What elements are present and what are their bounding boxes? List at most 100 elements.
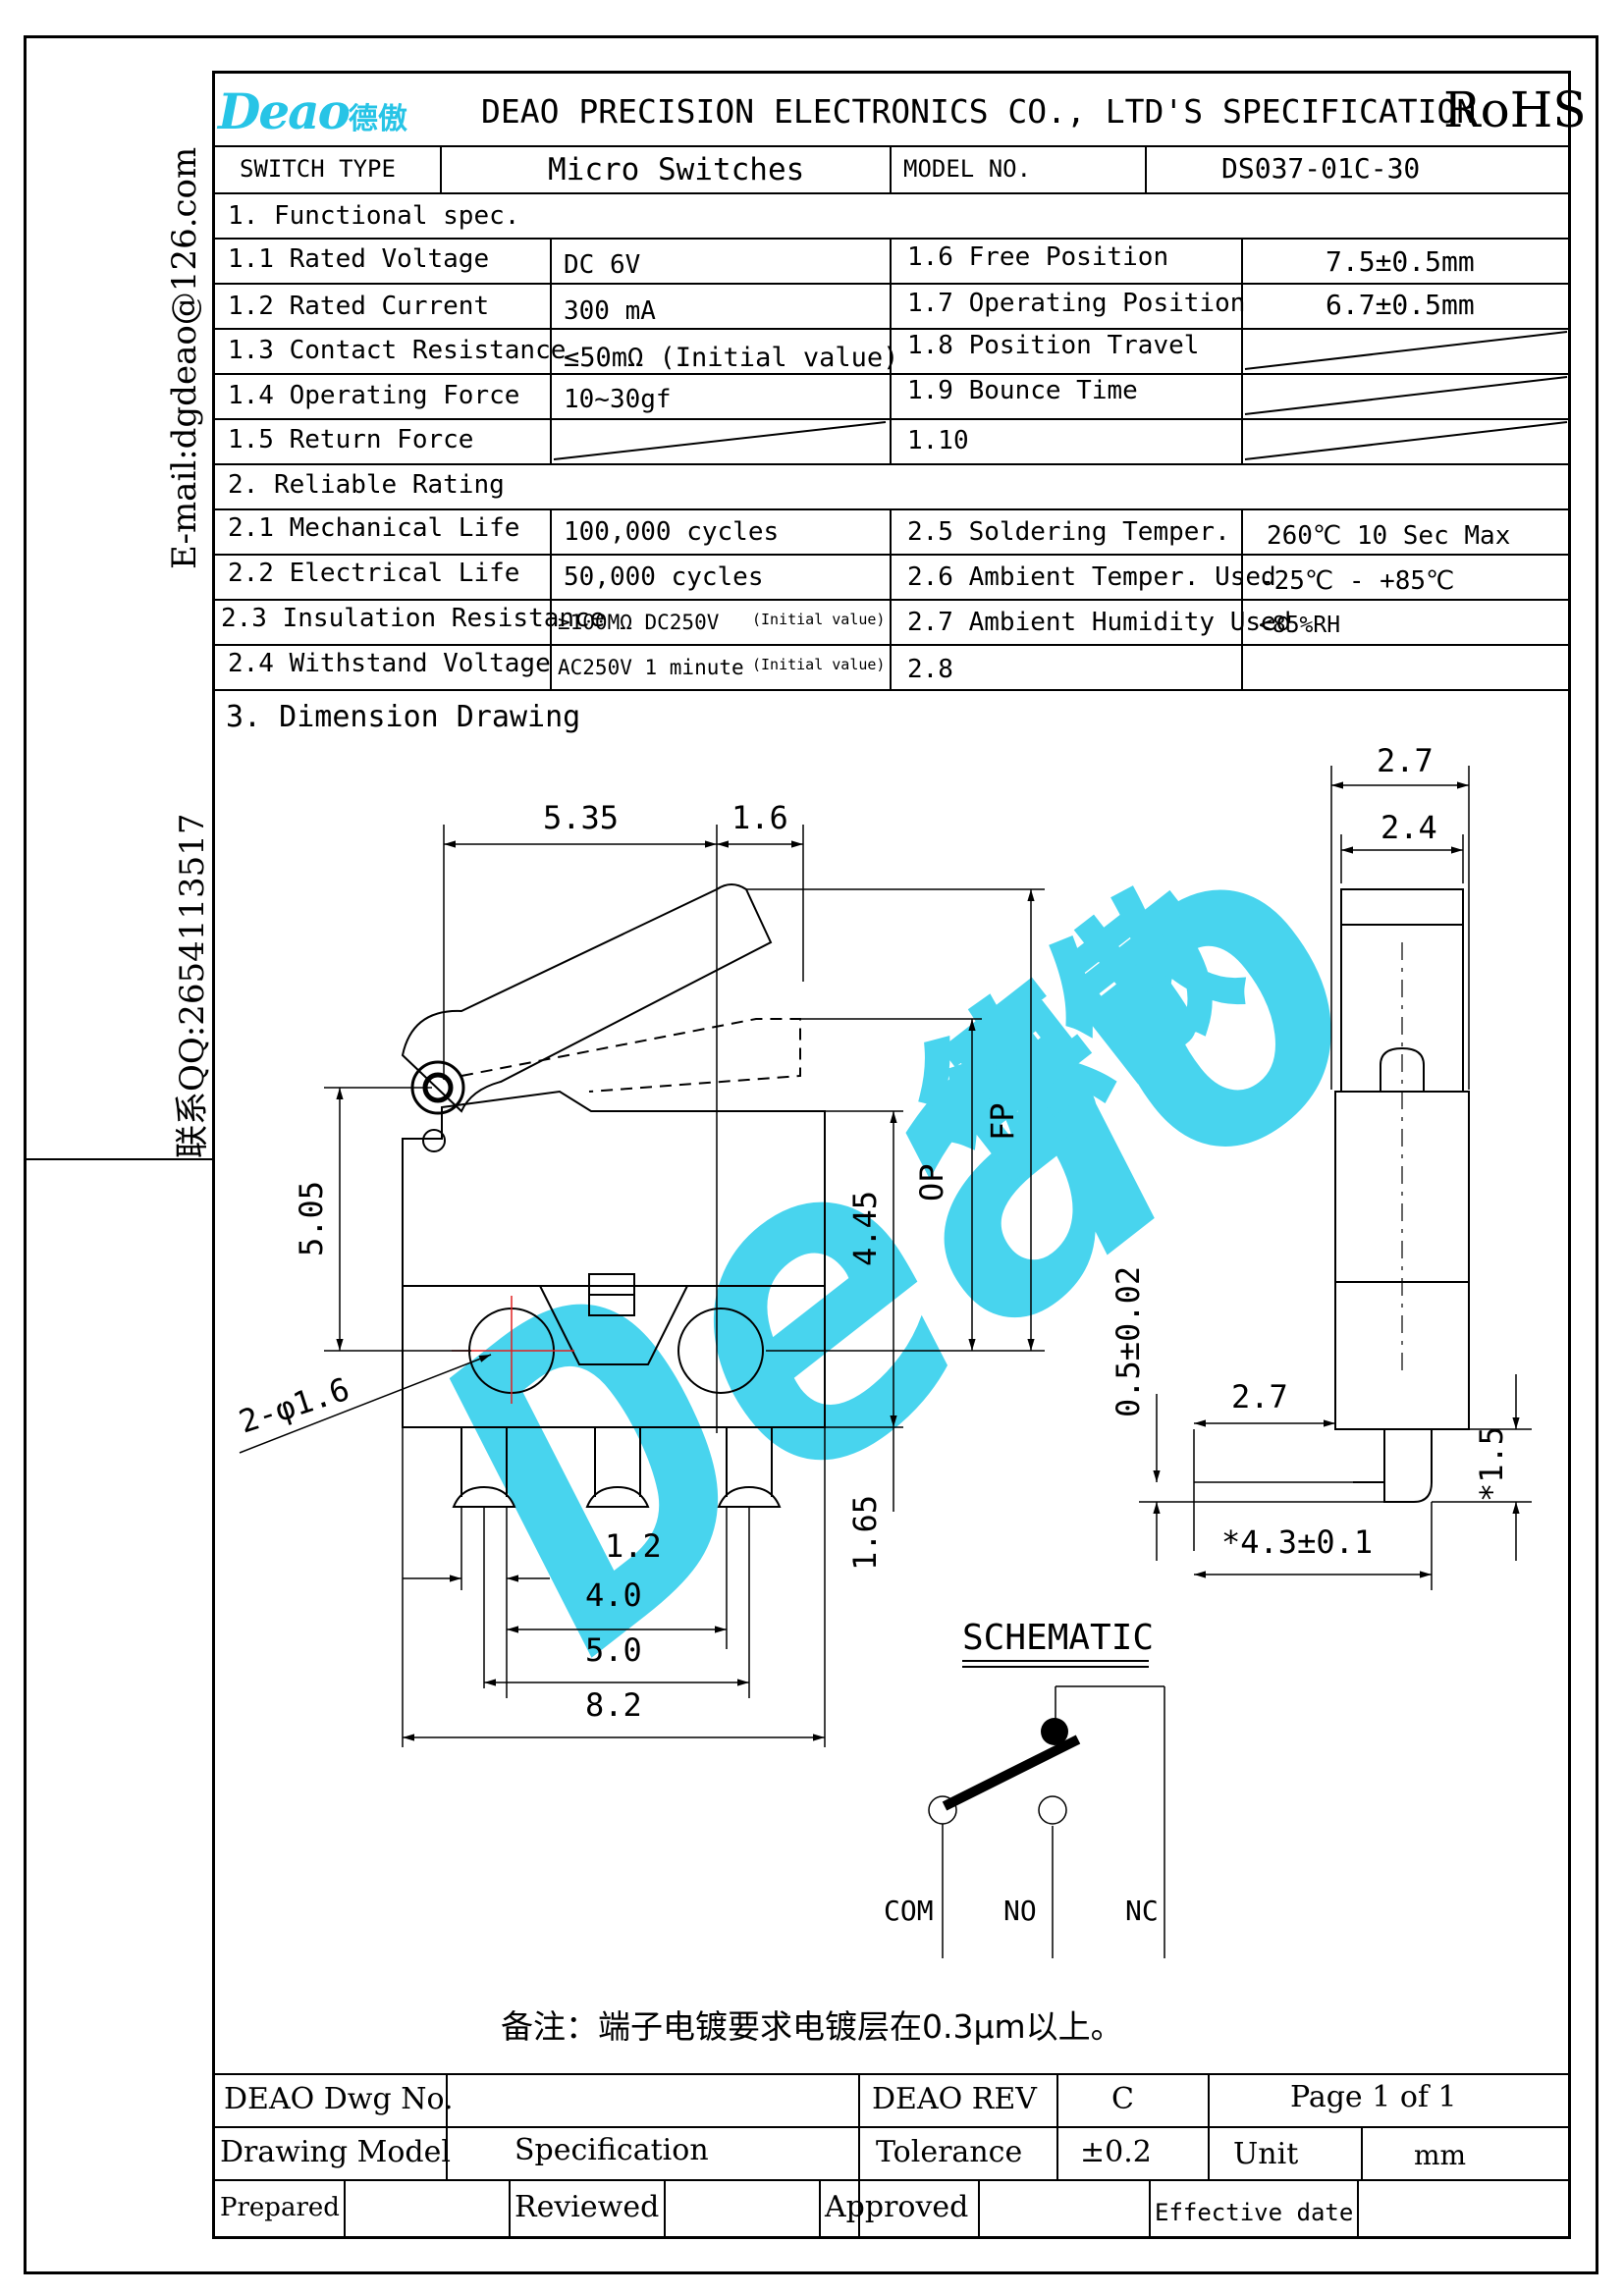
rel-row-2-value: 50,000 cycles: [564, 562, 764, 592]
func-row-1-label: 1.1 Rated Voltage: [228, 244, 490, 274]
rel-row-1-value: 100,000 cycles: [564, 517, 780, 547]
logo-cn: 德傲: [348, 102, 407, 136]
dim-4-0: 4.0: [585, 1576, 642, 1614]
dim-4-3: *4.3±0.1: [1221, 1523, 1373, 1561]
rel-row-3-value: ≥100MΩ DC250V: [558, 611, 720, 634]
drawing-heading: 3. Dimension Drawing: [226, 700, 581, 734]
rev-value: C: [1111, 2082, 1134, 2116]
prepared-label: Prepared: [220, 2193, 340, 2222]
footer-col: [1056, 2073, 1058, 2179]
footer-line: [212, 2126, 1571, 2128]
row-line: [212, 192, 1571, 194]
footer-col: [1208, 2073, 1210, 2179]
drawing-model-value: Specification: [514, 2133, 709, 2167]
rel-row-1-label: 2.1 Mechanical Life: [228, 513, 520, 543]
rel-row-4-rlabel: 2.8: [907, 655, 953, 684]
dwg-label: DEAO Dwg No.: [224, 2082, 454, 2116]
dim-2-7-bottom: 2.7: [1231, 1378, 1288, 1415]
footer-line: [212, 2179, 1571, 2181]
dim-1-6: 1.6: [731, 799, 788, 836]
plating-remark: 备注：端子电镀要求电镀层在0.3μm以上。: [501, 2007, 1123, 2046]
rel-row-2-rlabel: 2.6 Ambient Temper. Used: [907, 562, 1276, 592]
dim-op: OP: [913, 1163, 950, 1201]
func-row-1-rvalue: 7.5±0.5mm: [1326, 245, 1475, 278]
footer-col: [978, 2179, 980, 2239]
func-row-1-rlabel: 1.6 Free Position: [907, 242, 1169, 272]
dim-2-4: 2.4: [1380, 809, 1437, 846]
footer-line: [212, 2073, 1571, 2075]
func-row-4-label: 1.4 Operating Force: [228, 381, 520, 410]
empty-cell-strokes: [553, 331, 1568, 460]
switch-front-view: [401, 883, 826, 1508]
reviewed-label: Reviewed: [514, 2190, 660, 2224]
rel-row-3-rvalue: <85%RH: [1259, 613, 1341, 638]
func-row-2-rvalue: 6.7±0.5mm: [1326, 289, 1475, 321]
col-line: [1241, 238, 1243, 463]
schematic-nc: NC: [1125, 1895, 1159, 1927]
func-row-2-label: 1.2 Rated Current: [228, 292, 490, 321]
row-line: [212, 463, 1571, 465]
row-line: [212, 373, 1571, 375]
func-row-1-value: DC 6V: [564, 250, 641, 280]
dim-5-0: 5.0: [585, 1631, 642, 1669]
row-line: [212, 238, 1571, 240]
row-line: [212, 644, 1571, 646]
col-line: [1241, 508, 1243, 689]
reliable-heading: 2. Reliable Rating: [228, 470, 505, 500]
logo: Deao德傲: [218, 82, 454, 140]
row-line: [212, 554, 1571, 556]
schematic-com: COM: [884, 1895, 934, 1927]
dim-0-5: 0.5±0.02: [1110, 1266, 1147, 1417]
dim-1-65: 1.65: [846, 1495, 884, 1571]
func-row-3-value: ≤50mΩ (Initial value): [564, 343, 899, 373]
col-line: [890, 238, 892, 463]
footer-col: [1357, 2179, 1359, 2239]
tolerance-label: Tolerance: [876, 2135, 1023, 2169]
dim-5-35: 5.35: [543, 799, 619, 836]
dim-phi: 2-φ1.6: [235, 1370, 354, 1441]
unit-label: Unit: [1233, 2137, 1299, 2171]
dim-4-45: 4.45: [846, 1191, 884, 1266]
rel-row-4-note: (Initial value): [752, 656, 886, 673]
outer-border: [24, 35, 1598, 2274]
footer-col: [1149, 2179, 1151, 2239]
dim-fp: FP: [984, 1102, 1021, 1141]
dim-1-2: 1.2: [605, 1527, 662, 1565]
func-row-4-value: 10~30gf: [564, 385, 672, 414]
rel-row-1-rlabel: 2.5 Soldering Temper.: [907, 517, 1230, 547]
dim-8-2: 8.2: [585, 1686, 642, 1724]
rel-row-4-value: AC250V 1 minute: [558, 656, 744, 679]
func-row-5-label: 1.5 Return Force: [228, 425, 474, 454]
rel-row-4-label: 2.4 Withstand Voltage: [228, 649, 551, 678]
footer-col: [509, 2179, 511, 2239]
footer-col: [344, 2179, 346, 2239]
switch-side-view: [1334, 888, 1470, 1503]
func-row-5-rlabel: 1.10: [907, 426, 969, 455]
footer-col: [1361, 2126, 1363, 2179]
model-value: DS037-01C-30: [1221, 152, 1421, 185]
dim-2-7-top: 2.7: [1377, 742, 1434, 779]
func-row-2-rlabel: 1.7 Operating Position: [907, 289, 1246, 318]
footer-col: [858, 2073, 860, 2239]
row-line: [212, 283, 1571, 285]
deao-watermark: Deao 德傲: [348, 723, 1456, 1740]
col-line: [550, 508, 552, 689]
rev-label: DEAO REV: [872, 2082, 1037, 2116]
row-line: [212, 599, 1571, 601]
drawing-model-label: Drawing Model: [220, 2135, 451, 2169]
rel-row-2-label: 2.2 Electrical Life: [228, 559, 520, 588]
unit-value: mm: [1414, 2139, 1467, 2171]
logo-text: Deao: [218, 82, 351, 140]
functional-heading: 1. Functional spec.: [228, 201, 520, 231]
dim-5-05: 5.05: [293, 1181, 330, 1256]
schematic-title: SCHEMATIC: [962, 1618, 1154, 1658]
approved-label: Approved: [825, 2190, 969, 2224]
row-line: [212, 689, 1571, 691]
switch-type-label: SWITCH TYPE: [240, 155, 396, 183]
rel-row-3-label: 2.3 Insulation Resistance: [221, 604, 606, 633]
spec-frame: [212, 71, 1571, 2239]
side-dimension-lines: [1139, 766, 1532, 1590]
col-line: [890, 145, 892, 192]
col-line: [550, 238, 552, 463]
footer-col: [664, 2179, 666, 2239]
